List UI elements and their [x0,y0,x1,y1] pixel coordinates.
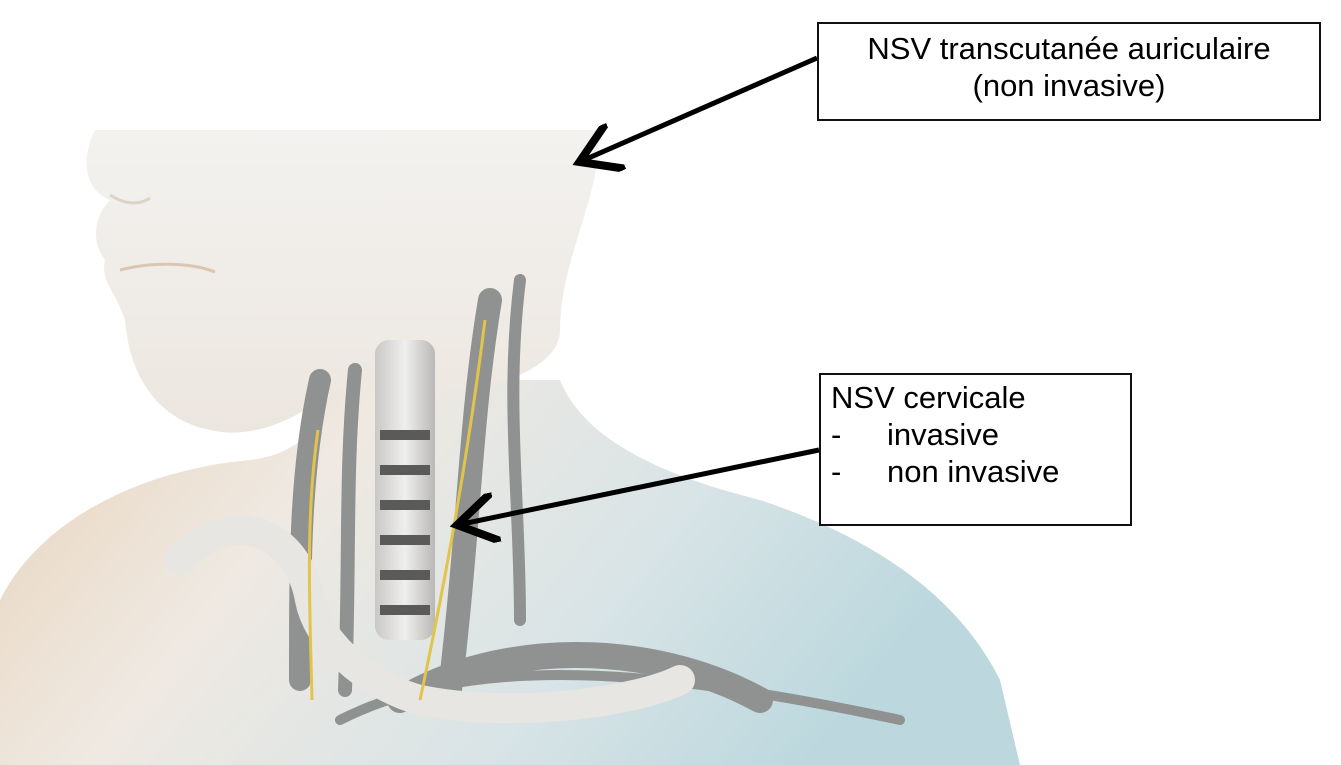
bullet-dash: - [831,453,887,490]
cervical-item-non-invasive: -non invasive [831,453,1120,490]
arrow-to-ear [584,58,817,160]
label-auricular-nsv: NSV transcutanée auriculaire (non invasi… [817,22,1321,121]
bullet-dash: - [831,416,887,453]
cervical-item-invasive: -invasive [831,416,1120,453]
arrow-to-neck [462,450,819,524]
auricular-label-line2: (non invasive) [827,67,1311,104]
label-cervical-nsv: NSV cervicale -invasive -non invasive [819,373,1132,526]
cervical-label-title: NSV cervicale [831,379,1120,416]
auricular-label-line1: NSV transcutanée auriculaire [827,30,1311,67]
cervical-item-text: invasive [887,417,999,452]
cervical-item-text: non invasive [887,454,1059,489]
